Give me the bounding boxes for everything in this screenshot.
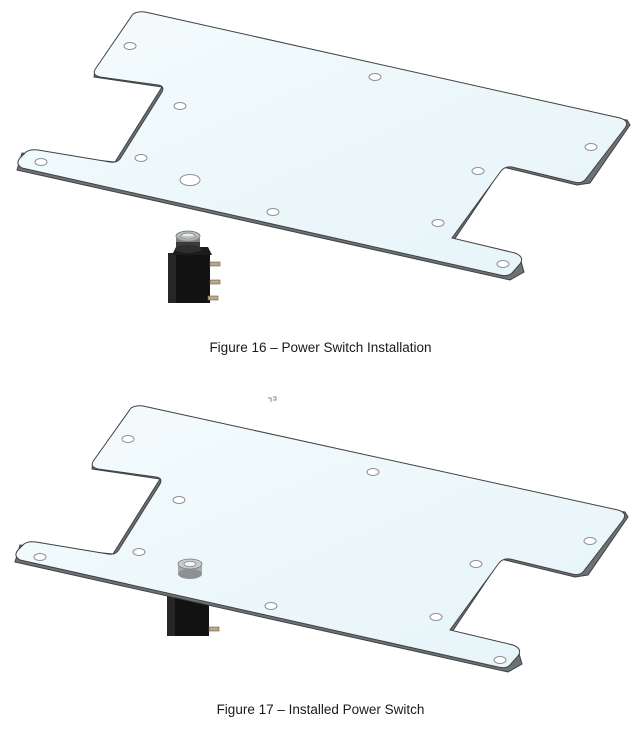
mounting-plate [16, 11, 631, 281]
hole [134, 154, 148, 162]
hole [431, 219, 445, 227]
hole [471, 167, 485, 175]
figure-17-caption: Figure 17 – Installed Power Switch [216, 702, 425, 717]
hole [121, 435, 135, 443]
plate-top-face [17, 11, 628, 277]
mounting-holes [34, 42, 598, 268]
hole [172, 496, 186, 504]
hole [583, 537, 597, 545]
hole [584, 143, 598, 151]
power-switch [168, 230, 221, 303]
hole [469, 560, 483, 568]
hole [366, 468, 380, 476]
hole [496, 260, 510, 268]
plate-top-face [15, 405, 626, 669]
hole [493, 656, 507, 664]
hole [429, 613, 443, 621]
hole [266, 208, 280, 216]
hole [132, 548, 146, 556]
hole [33, 553, 47, 561]
hole [264, 602, 278, 610]
switch-bushing-nut [177, 558, 203, 579]
switch-terminals [207, 261, 221, 301]
hole [173, 102, 187, 110]
mounting-holes [33, 435, 597, 664]
figure-16-caption: Figure 16 – Power Switch Installation [209, 340, 432, 355]
hole [34, 158, 48, 166]
switch-terminal [208, 626, 220, 632]
switch-mounting-hole [179, 174, 201, 186]
cursor-glyph [268, 396, 277, 402]
figure-16-illustration [16, 11, 631, 303]
mounting-plate [14, 405, 629, 673]
hole [123, 42, 137, 50]
hole [368, 73, 382, 81]
figure-17-illustration [14, 405, 629, 673]
